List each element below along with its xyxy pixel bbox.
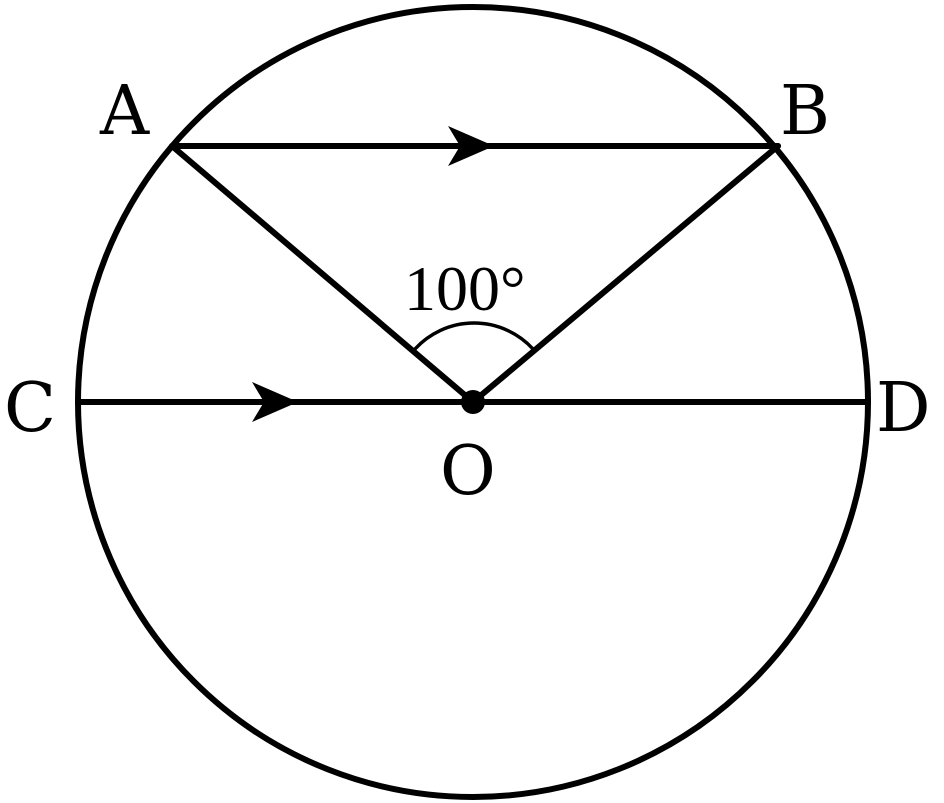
label-o: O <box>440 432 496 511</box>
parallel-arrow-cd <box>252 382 298 422</box>
angle-arc-aob <box>413 321 535 351</box>
angle-label-aob: 100° <box>404 253 526 324</box>
center-point-o <box>461 390 485 414</box>
radius-ob <box>470 143 781 405</box>
label-d: D <box>876 369 931 448</box>
parallel-arrow-ab <box>448 126 494 166</box>
radius-oa <box>169 143 476 405</box>
label-b: B <box>780 72 830 151</box>
label-c: C <box>4 369 56 448</box>
label-a: A <box>99 72 150 151</box>
